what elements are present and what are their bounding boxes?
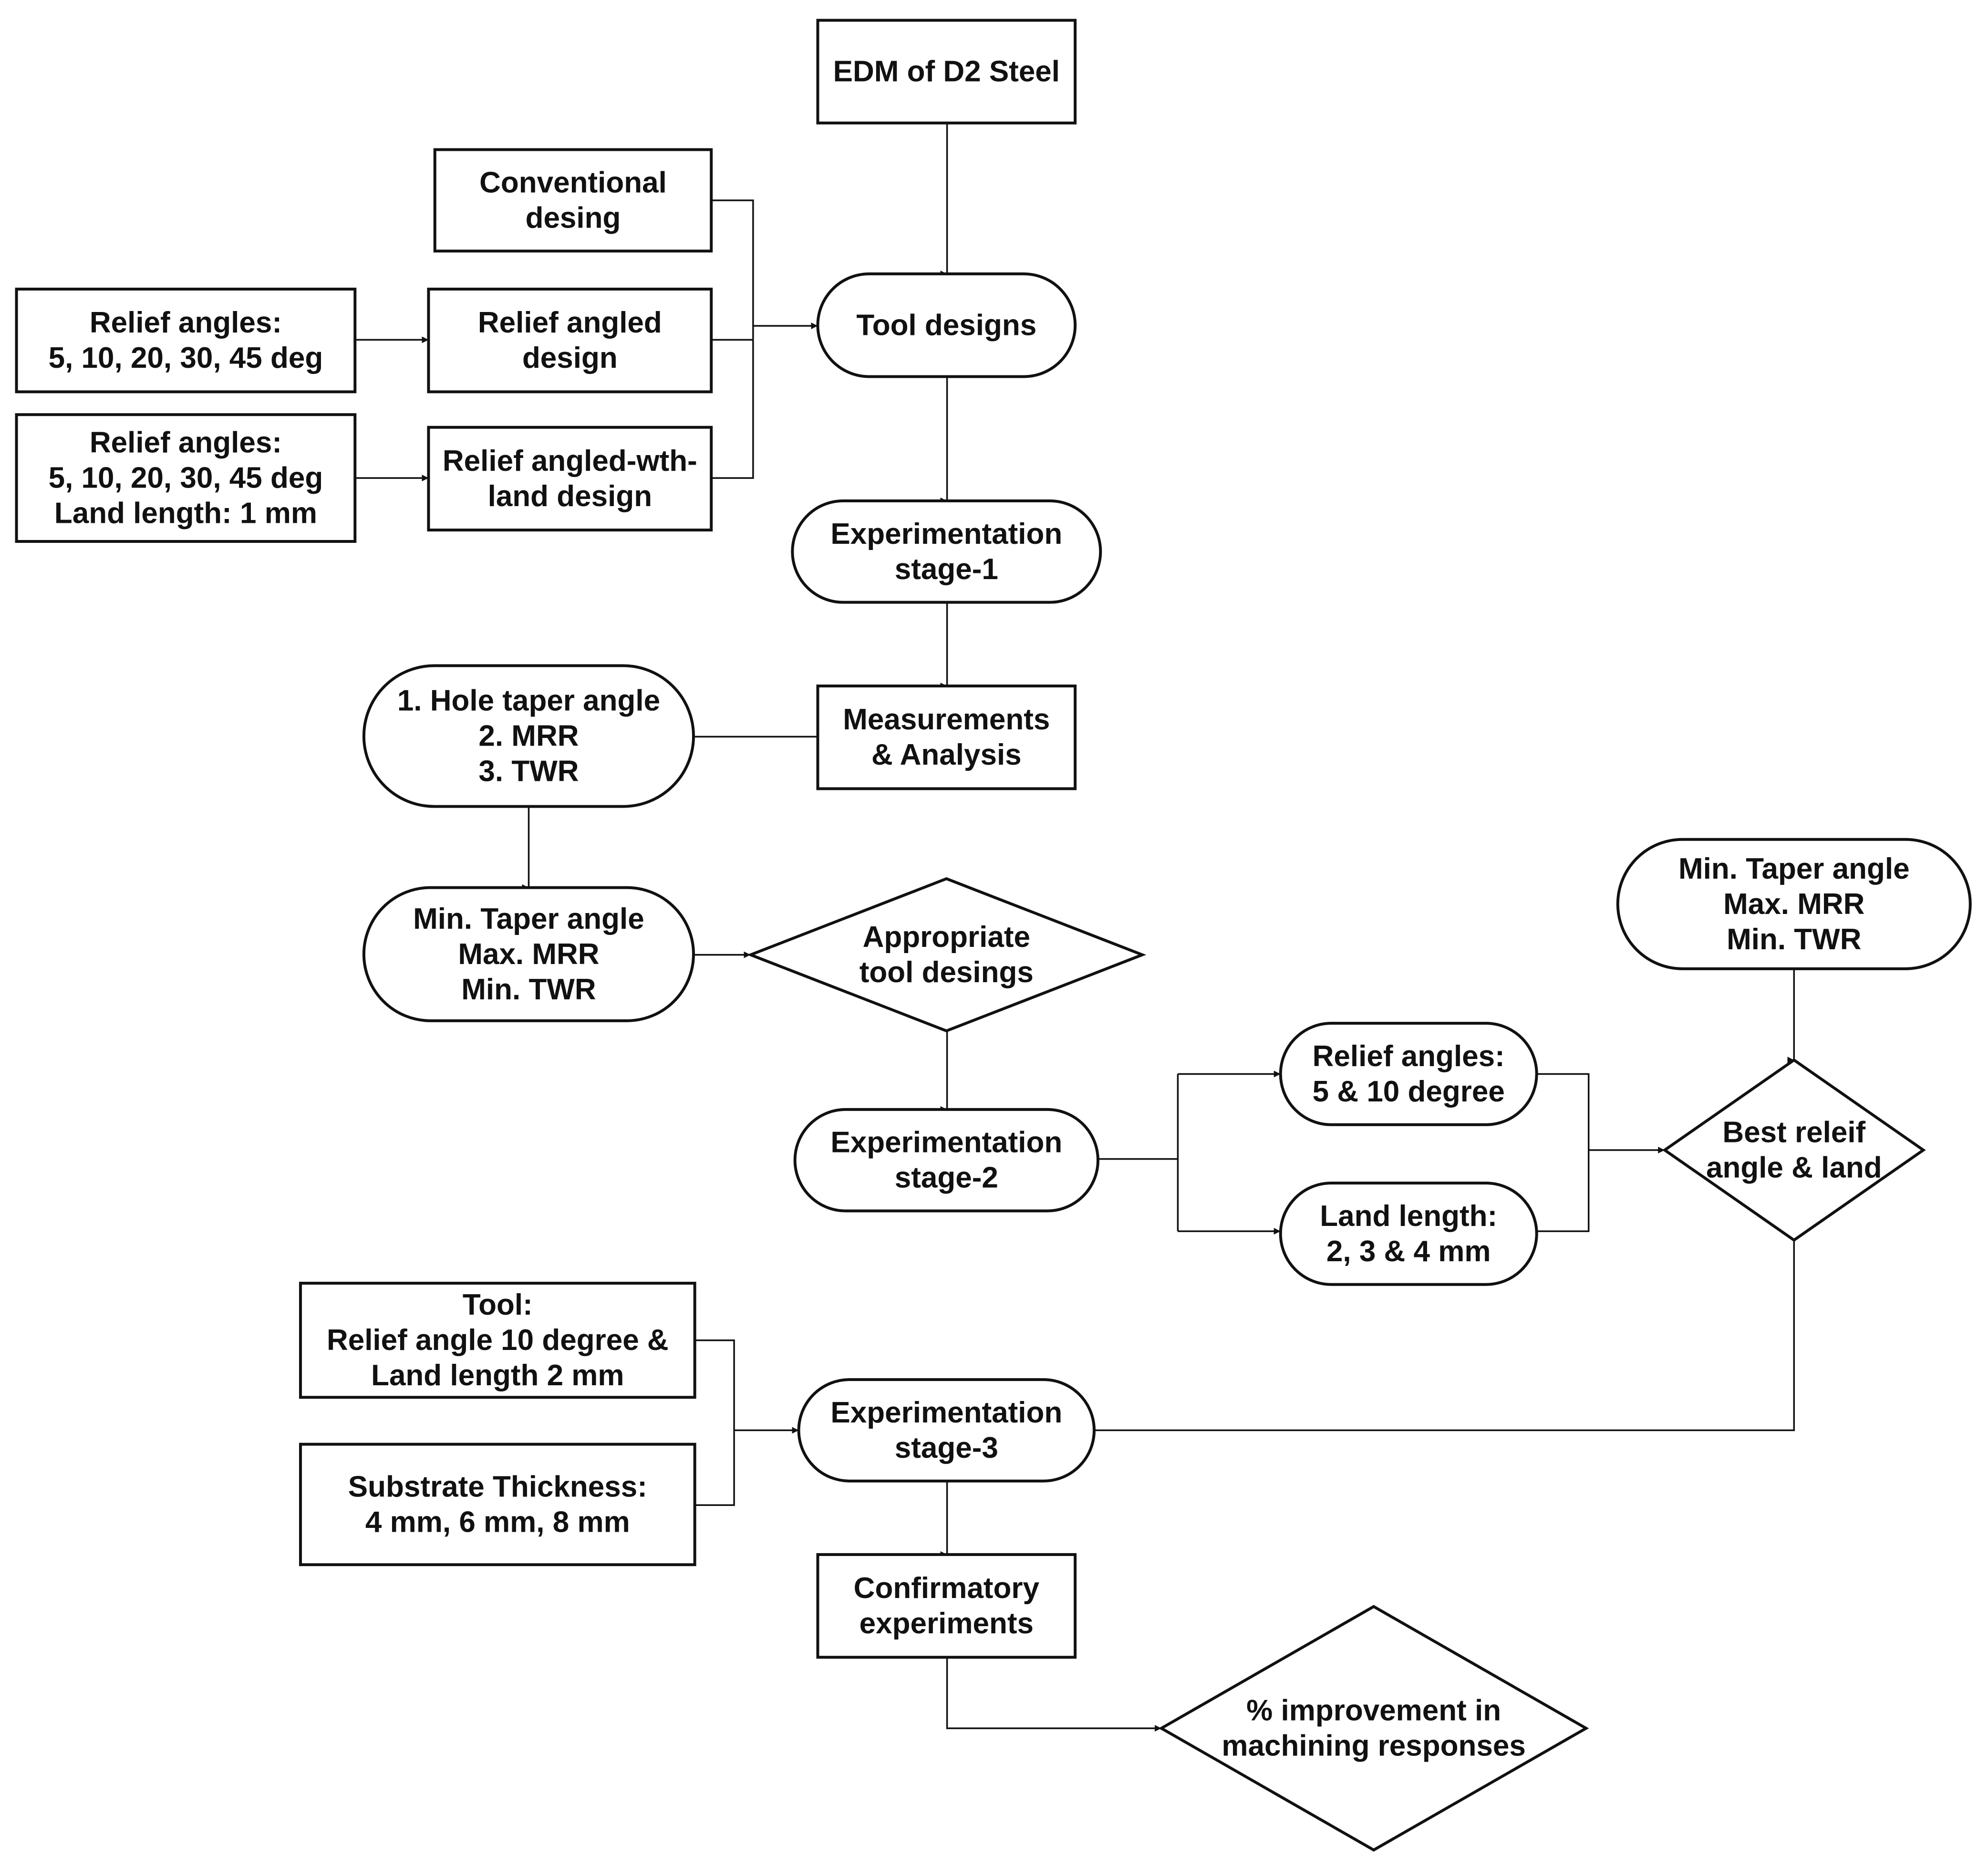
node-responses-label: 2. MRR bbox=[478, 720, 579, 753]
node-relief-angled-label: Relief angled bbox=[478, 306, 662, 339]
node-relief-angled-shape bbox=[427, 288, 713, 394]
node-relief-angles-1-label: Relief angles: bbox=[90, 306, 282, 339]
node-edm: EDM of D2 Steel bbox=[816, 19, 1077, 125]
node-appropriate-label: tool desings bbox=[859, 956, 1034, 989]
node-criteria2-label: Min. Taper angle bbox=[1678, 852, 1910, 885]
node-stage3-label: stage-3 bbox=[895, 1432, 998, 1464]
node-relief-land-shape bbox=[427, 425, 713, 532]
node-relief-5-10-label: 5 & 10 degree bbox=[1313, 1075, 1505, 1108]
node-substrate-label: Substrate Thickness: bbox=[348, 1470, 647, 1503]
node-substrate-shape bbox=[299, 1443, 696, 1567]
connector-tool-to-bus bbox=[694, 1339, 735, 1506]
node-measurements-label: Measurements bbox=[843, 703, 1050, 736]
node-stage3-shape bbox=[797, 1378, 1096, 1483]
node-stage2-label: Experimentation bbox=[830, 1126, 1062, 1159]
node-best-shape bbox=[1662, 1058, 1926, 1242]
node-relief-5-10-label: Relief angles: bbox=[1313, 1040, 1505, 1073]
node-criteria1-label: Max. MRR bbox=[458, 938, 599, 971]
node-relief-angles-2-label: 5, 10, 20, 30, 45 deg bbox=[49, 462, 323, 495]
node-relief-angles-2-label: Relief angles: bbox=[90, 426, 282, 459]
node-criteria1-label: Min. TWR bbox=[461, 973, 596, 1006]
node-relief-land-label: land design bbox=[488, 480, 652, 513]
node-measurements-label: & Analysis bbox=[871, 738, 1022, 771]
node-relief-angles-2: Relief angles:5, 10, 20, 30, 45 degLand … bbox=[15, 413, 357, 543]
node-responses-label: 3. TWR bbox=[478, 755, 579, 788]
node-improvement-shape bbox=[1158, 1605, 1589, 1852]
node-relief-land-label: Relief angled-wth- bbox=[443, 445, 697, 477]
node-tool: Tool:Relief angle 10 degree &Land length… bbox=[299, 1282, 696, 1399]
node-edm-shape bbox=[816, 19, 1077, 125]
node-improvement-label: % improvement in bbox=[1246, 1694, 1501, 1727]
node-relief-angles-1: Relief angles:5, 10, 20, 30, 45 deg bbox=[15, 288, 357, 394]
node-tool-label: Tool: bbox=[463, 1288, 533, 1321]
node-stage1-label: stage-1 bbox=[895, 553, 998, 586]
connector-best-to-stage3 bbox=[1087, 1240, 1795, 1434]
node-relief-5-10-shape bbox=[1279, 1022, 1538, 1126]
node-edm-label: EDM of D2 Steel bbox=[833, 55, 1060, 88]
node-improvement-label: machining responses bbox=[1222, 1730, 1525, 1763]
node-confirmatory-shape bbox=[816, 1553, 1077, 1659]
node-responses-label: 1. Hole taper angle bbox=[397, 685, 660, 717]
node-relief-5-10: Relief angles:5 & 10 degree bbox=[1279, 1022, 1538, 1126]
node-confirmatory-label: experiments bbox=[859, 1607, 1034, 1640]
node-conventional-label: Conventional bbox=[479, 166, 667, 199]
node-criteria2-shape bbox=[1616, 838, 1972, 970]
node-criteria1-label: Min. Taper angle bbox=[413, 903, 644, 935]
node-tool-label: Land length 2 mm bbox=[371, 1359, 624, 1392]
node-tool-shape bbox=[299, 1282, 696, 1399]
node-criteria1-shape bbox=[362, 886, 695, 1022]
node-land-length-shape bbox=[1279, 1182, 1538, 1286]
node-conventional-shape bbox=[433, 148, 713, 253]
node-relief-angles-2-label: Land length: 1 mm bbox=[54, 497, 317, 530]
node-tool-designs-label: Tool designs bbox=[856, 309, 1036, 342]
node-stage3-label: Experimentation bbox=[830, 1396, 1062, 1429]
node-criteria2-label: Min. TWR bbox=[1727, 923, 1861, 956]
node-measurements: Measurements& Analysis bbox=[816, 685, 1077, 790]
node-best-label: Best releif bbox=[1722, 1116, 1865, 1149]
node-relief-angles-2-shape bbox=[15, 413, 357, 543]
node-stage2-label: stage-2 bbox=[895, 1162, 998, 1194]
node-relief-angled-label: design bbox=[522, 342, 618, 374]
node-best-label: angle & land bbox=[1706, 1151, 1882, 1184]
node-confirmatory-label: Confirmatory bbox=[854, 1572, 1040, 1605]
node-land-length: Land length:2, 3 & 4 mm bbox=[1279, 1182, 1538, 1286]
node-criteria2-label: Max. MRR bbox=[1723, 888, 1864, 921]
node-tool-label: Relief angle 10 degree & bbox=[327, 1324, 669, 1357]
connector-relief-5-10-to-merge bbox=[1536, 1073, 1590, 1232]
node-land-length-label: 2, 3 & 4 mm bbox=[1326, 1235, 1491, 1268]
node-stage2-shape bbox=[793, 1108, 1099, 1213]
node-relief-land: Relief angled-wth-land design bbox=[427, 425, 713, 532]
node-conventional-label: desing bbox=[526, 201, 621, 234]
node-measurements-shape bbox=[816, 685, 1077, 790]
node-substrate-label: 4 mm, 6 mm, 8 mm bbox=[365, 1505, 630, 1538]
node-tool-designs-shape bbox=[816, 272, 1077, 378]
node-relief-angles-1-label: 5, 10, 20, 30, 45 deg bbox=[49, 342, 323, 374]
node-stage1-label: Experimentation bbox=[830, 518, 1062, 550]
node-stage1-shape bbox=[791, 499, 1102, 604]
node-tool-designs: Tool designs bbox=[816, 272, 1077, 378]
node-appropriate-shape bbox=[746, 877, 1147, 1033]
node-responses-shape bbox=[362, 664, 695, 808]
node-land-length-label: Land length: bbox=[1320, 1200, 1497, 1233]
node-substrate: Substrate Thickness:4 mm, 6 mm, 8 mm bbox=[299, 1443, 696, 1567]
node-relief-angles-1-shape bbox=[15, 288, 357, 394]
node-appropriate-label: Appropriate bbox=[863, 921, 1030, 954]
connector-confirmatory-to-improvement bbox=[946, 1657, 1161, 1732]
